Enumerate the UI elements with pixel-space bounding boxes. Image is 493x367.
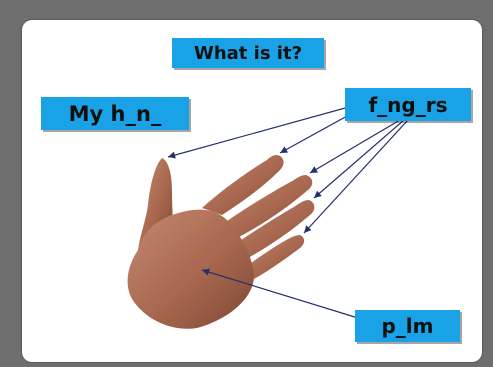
hand-diagram — [127, 104, 409, 329]
pointer-line-middle — [309, 119, 401, 174]
pointer-line-thumb — [167, 104, 357, 159]
hand-label: My h_n_ — [41, 97, 189, 130]
ring-finger — [230, 200, 315, 260]
index-finger — [202, 155, 284, 215]
palm-shape — [127, 209, 254, 329]
fingers-label: f_ng_rs — [345, 88, 471, 121]
pointer-line-palm — [201, 268, 359, 319]
hand-image — [127, 155, 315, 329]
palm-label: p_lm — [355, 310, 460, 342]
middle-finger — [220, 175, 313, 238]
title-label: What is it? — [172, 38, 324, 68]
pointer-lines — [167, 104, 409, 319]
little-finger — [242, 235, 305, 280]
pointer-line-ring — [313, 119, 405, 199]
pointer-line-little — [303, 119, 409, 234]
slide: What is it? My h_n_ f_ng_rs p_lm — [22, 20, 482, 362]
